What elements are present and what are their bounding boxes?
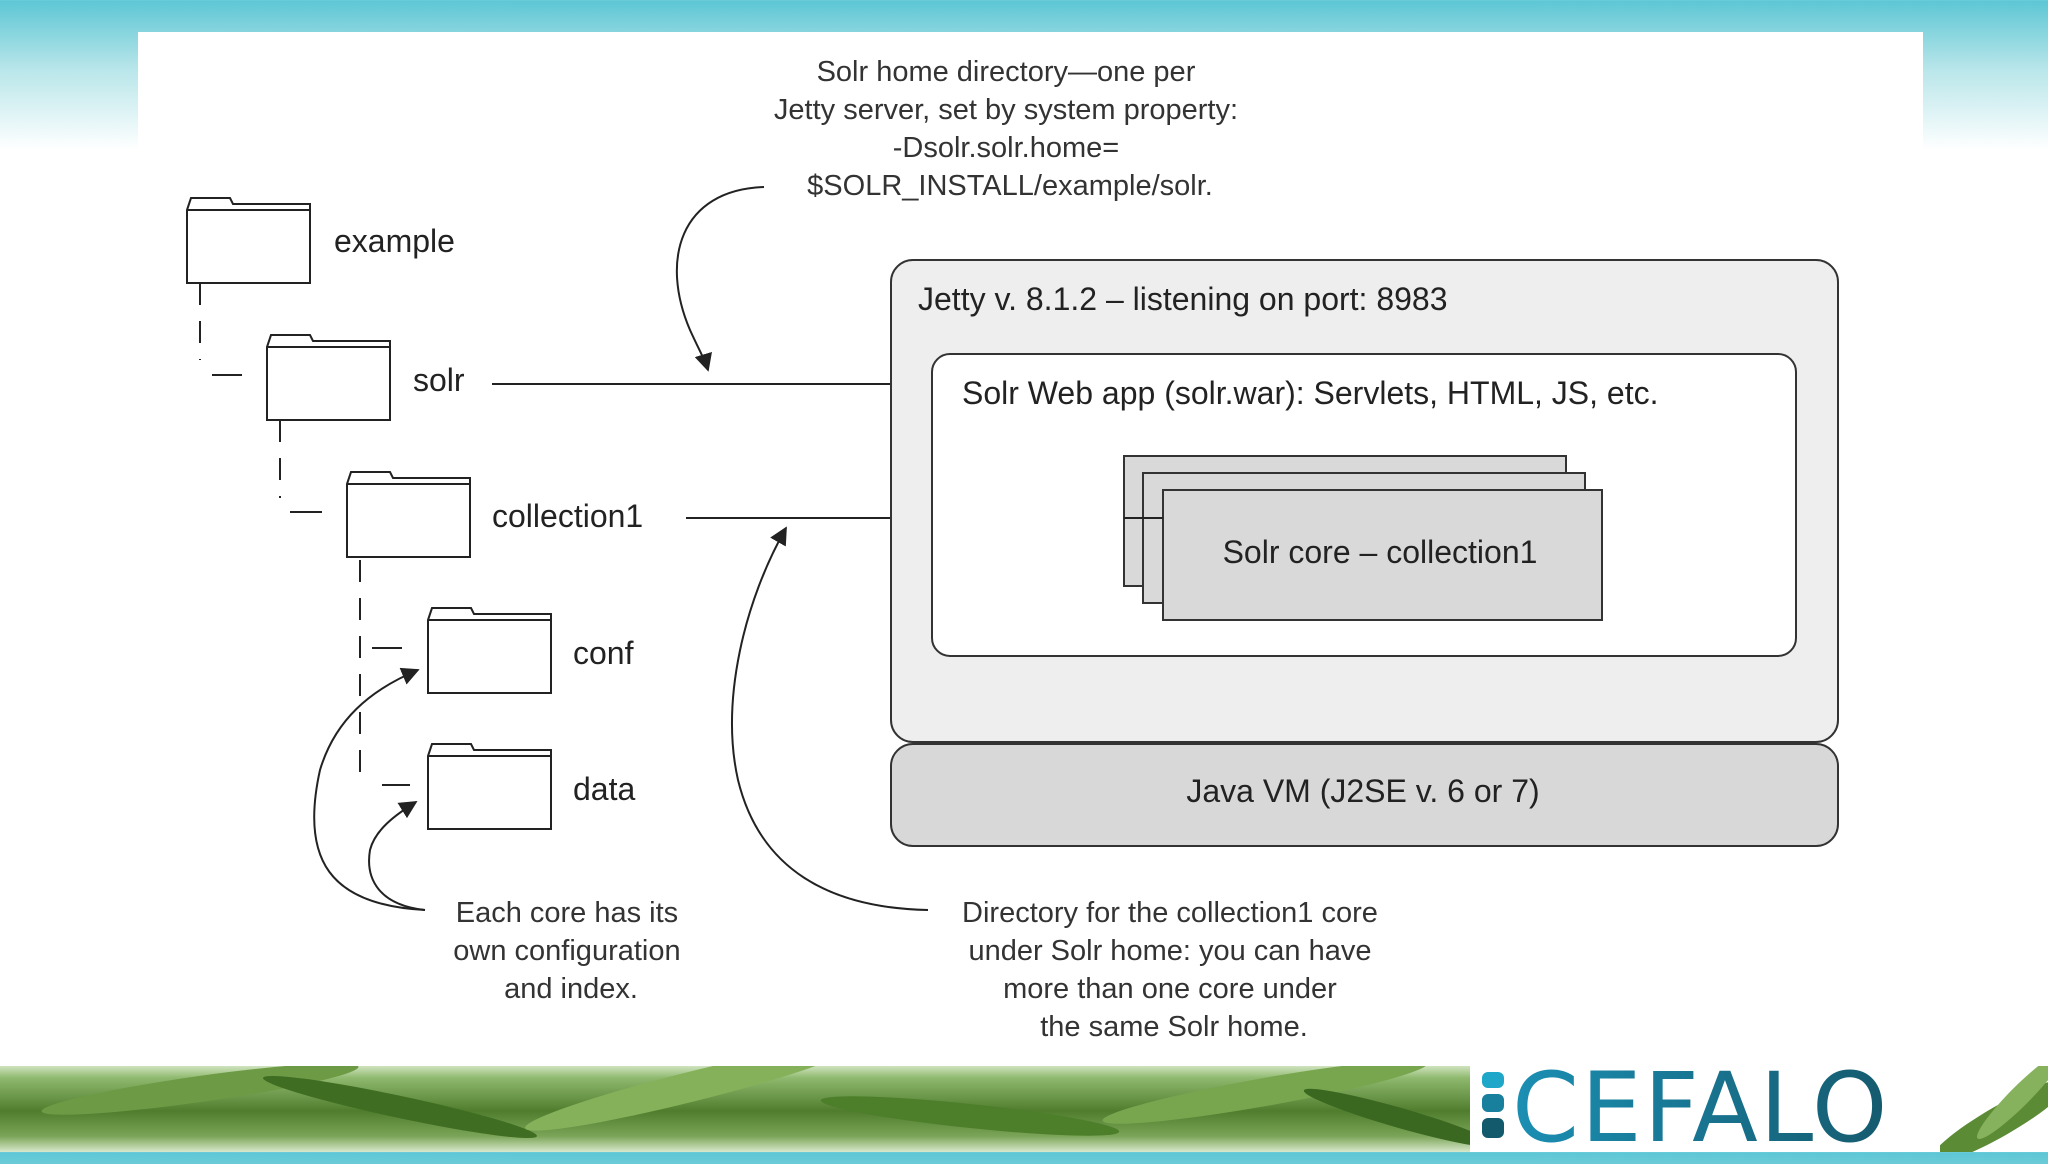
folder-collection1-icon <box>346 471 471 558</box>
solr-home-note-line: Solr home directory—one per <box>817 56 1196 88</box>
logo-dot-bottom <box>1482 1118 1504 1138</box>
folder-data-icon <box>427 743 552 830</box>
folder-data-label: data <box>573 771 635 807</box>
collection-dir-note-line: Directory for the collection1 core <box>962 897 1378 929</box>
folder-solr-icon <box>266 334 391 421</box>
jetty-label: Jetty v. 8.1.2 – listening on port: 8983 <box>918 281 1448 317</box>
footer-leaf-tail <box>1940 1066 2048 1152</box>
logo-dot-top <box>1482 1072 1504 1088</box>
cefalo-logo-text: CEFALO <box>1512 1052 1890 1164</box>
collection-dir-note-line: more than one core under <box>1003 973 1337 1005</box>
logo-dots-icon <box>1482 1072 1504 1152</box>
leaf-shape <box>819 1088 1121 1144</box>
folder-example-icon <box>186 197 311 284</box>
logo-dot-middle <box>1482 1094 1504 1112</box>
jvm-box <box>890 743 1839 847</box>
logo-background <box>1470 1066 1940 1152</box>
leaf-shape <box>260 1067 540 1147</box>
solr-home-arrow <box>675 186 765 372</box>
folder-solr-label: solr <box>413 362 465 398</box>
leaf-shape <box>521 1066 859 1143</box>
core-config-note-line: own configuration <box>453 935 680 967</box>
core-config-note-line: Each core has its <box>456 897 678 929</box>
solr-home-note-line: $SOLR_INSTALL/example/solr. <box>807 170 1213 202</box>
folder-conf-label: conf <box>573 635 634 671</box>
webapp-label: Solr Web app (solr.war): Servlets, HTML,… <box>962 375 1659 411</box>
core-config-note: Each core has its own configuration and … <box>453 897 688 1005</box>
data-arrow <box>368 801 426 911</box>
core-box <box>1162 489 1603 621</box>
folder-collection1-label: collection1 <box>492 498 643 534</box>
tree-connectors <box>199 283 410 786</box>
jvm-label: Java VM (J2SE v. 6 or 7) <box>1186 773 1539 809</box>
folder-conf-icon <box>427 607 552 694</box>
collection-dir-note: Directory for the collection1 core under… <box>962 897 1386 1043</box>
core-label: Solr core – collection1 <box>1223 534 1538 570</box>
collection-dir-note-line: under Solr home: you can have <box>968 935 1371 967</box>
folder-example-label: example <box>334 223 455 259</box>
solr-home-note-line: -Dsolr.solr.home= <box>893 132 1119 164</box>
solr-home-note-line: Jetty server, set by system property: <box>774 94 1238 126</box>
conf-arrow <box>313 667 426 911</box>
core-config-note-line: and index. <box>504 973 638 1005</box>
collection-dir-note-line: the same Solr home. <box>1040 1011 1308 1043</box>
solr-home-note: Solr home directory—one per Jetty server… <box>774 56 1246 202</box>
leaf-shape <box>1100 1066 1430 1135</box>
collection-dir-arrow <box>731 526 929 911</box>
